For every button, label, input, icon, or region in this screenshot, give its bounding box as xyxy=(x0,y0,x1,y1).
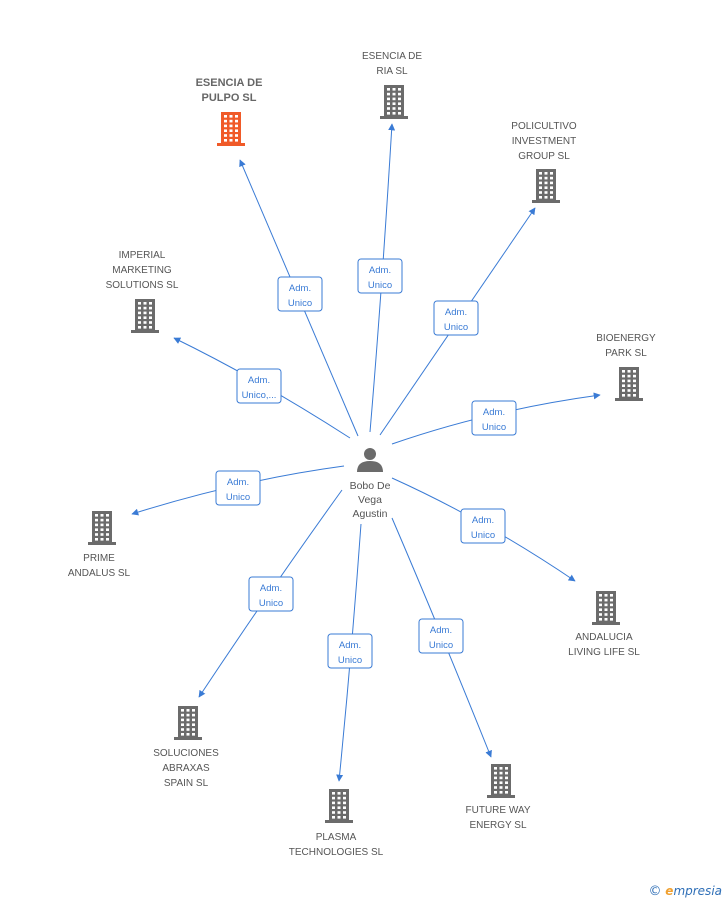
company-name-line-2: PARK SL xyxy=(605,348,647,359)
relation-line-2: Unico xyxy=(471,530,495,541)
relation-line-1: Adm. xyxy=(289,283,311,294)
building-icon xyxy=(487,764,515,798)
company-node-prime-andalus[interactable]: PRIME ANDALUS SL xyxy=(68,511,131,579)
relation-box-esencia-de-ria[interactable]: Adm. Unico xyxy=(357,258,403,294)
company-name-line-3: SOLUTIONS SL xyxy=(106,280,179,291)
company-name-line-2: TECHNOLOGIES SL xyxy=(289,847,384,858)
company-name-line-1: IMPERIAL xyxy=(119,250,166,261)
building-icon xyxy=(592,591,620,625)
company-node-future-way[interactable]: FUTURE WAY ENERGY SL xyxy=(466,764,531,831)
relation-line-2: Unico xyxy=(259,598,283,609)
relation-line-2: Unico xyxy=(226,492,250,503)
company-node-policultivo[interactable]: POLICULTIVO INVESTMENT GROUP SL xyxy=(511,121,577,203)
building-icon xyxy=(131,299,159,333)
relation-box-policultivo[interactable]: Adm. Unico xyxy=(433,300,479,336)
relation-line-2: Unico xyxy=(429,640,453,651)
company-name-line-1: FUTURE WAY xyxy=(466,805,531,816)
company-node-soluciones-abraxas[interactable]: SOLUCIONES ABRAXAS SPAIN SL xyxy=(153,706,219,789)
building-icon xyxy=(532,169,560,203)
building-icon xyxy=(174,706,202,740)
company-name-line-3: SPAIN SL xyxy=(164,778,209,789)
company-name-line-2: ANDALUS SL xyxy=(68,568,131,579)
relation-line-1: Adm. xyxy=(248,375,270,386)
relation-box-plasma-technologies[interactable]: Adm. Unico xyxy=(327,633,373,669)
copyright-symbol: © xyxy=(648,884,662,899)
relation-box-bioenergy-park[interactable]: Adm. Unico xyxy=(471,400,517,436)
company-name-line-2: PULPO SL xyxy=(201,92,256,104)
company-name-line-2: LIVING LIFE SL xyxy=(568,647,640,658)
relation-line-2: Unico xyxy=(368,280,392,291)
relation-line-1: Adm. xyxy=(483,407,505,418)
company-name-line-1: PLASMA xyxy=(316,832,357,843)
relation-box-esencia-de-pulpo[interactable]: Adm. Unico xyxy=(277,276,323,312)
building-icon xyxy=(88,511,116,545)
relation-box-soluciones-abraxas[interactable]: Adm. Unico xyxy=(248,576,294,612)
company-name-line-1: ESENCIA DE xyxy=(196,77,263,89)
relation-line-1: Adm. xyxy=(430,625,452,636)
building-icon xyxy=(325,789,353,823)
company-name-line-2: ENERGY SL xyxy=(469,820,526,831)
company-name-line-1: BIOENERGY xyxy=(596,333,656,344)
relation-line-1: Adm. xyxy=(339,640,361,651)
person-name-line-1: Bobo De xyxy=(350,480,391,492)
relation-line-2: Unico xyxy=(288,298,312,309)
relation-line-2: Unico xyxy=(338,655,362,666)
brand-first-letter: e xyxy=(665,884,674,898)
person-node[interactable]: Bobo De Vega Agustin xyxy=(350,448,391,520)
person-name-line-2: Vega xyxy=(358,494,382,506)
relation-line-1: Adm. xyxy=(472,515,494,526)
company-node-plasma-technologies[interactable]: PLASMA TECHNOLOGIES SL xyxy=(289,789,384,858)
building-icon xyxy=(615,367,643,401)
company-name-line-1: SOLUCIONES xyxy=(153,748,219,759)
relation-line-2: Unico,... xyxy=(242,390,277,401)
company-name-line-2: INVESTMENT xyxy=(512,136,576,147)
relation-line-1: Adm. xyxy=(445,307,467,318)
relation-box-prime-andalus[interactable]: Adm. Unico xyxy=(215,470,261,506)
brand-rest: mpresia xyxy=(673,884,722,898)
company-node-andalucia-living[interactable]: ANDALUCIA LIVING LIFE SL xyxy=(568,591,640,658)
company-name-line-2: ABRAXAS xyxy=(162,763,210,774)
person-icon xyxy=(357,448,383,472)
relation-line-2: Unico xyxy=(482,422,506,433)
company-name-line-1: PRIME xyxy=(83,553,115,564)
company-name-line-1: ANDALUCIA xyxy=(575,632,633,643)
empresia-logo: © empresia xyxy=(648,884,722,899)
building-icon xyxy=(217,112,245,146)
relation-box-future-way[interactable]: Adm. Unico xyxy=(418,618,464,654)
person-name-line-3: Agustin xyxy=(352,508,387,520)
relation-line-2: Unico xyxy=(444,322,468,333)
company-name-line-2: RIA SL xyxy=(376,66,408,77)
building-icon xyxy=(380,85,408,119)
company-name-line-1: ESENCIA DE xyxy=(362,51,422,62)
company-name-line-3: GROUP SL xyxy=(518,151,570,162)
company-node-esencia-de-ria[interactable]: ESENCIA DE RIA SL xyxy=(362,51,422,119)
relation-line-1: Adm. xyxy=(369,265,391,276)
company-node-bioenergy-park[interactable]: BIOENERGY PARK SL xyxy=(596,333,656,401)
relation-line-1: Adm. xyxy=(260,583,282,594)
relation-box-andalucia-living[interactable]: Adm. Unico xyxy=(460,508,506,544)
company-name-line-2: MARKETING xyxy=(112,265,172,276)
relation-box-imperial-marketing[interactable]: Adm. Unico,... xyxy=(236,368,282,404)
company-node-esencia-de-pulpo[interactable]: ESENCIA DE PULPO SL xyxy=(196,77,263,146)
company-node-imperial-marketing[interactable]: IMPERIAL MARKETING SOLUTIONS SL xyxy=(106,250,179,333)
relation-line-1: Adm. xyxy=(227,477,249,488)
company-name-line-1: POLICULTIVO xyxy=(511,121,577,132)
